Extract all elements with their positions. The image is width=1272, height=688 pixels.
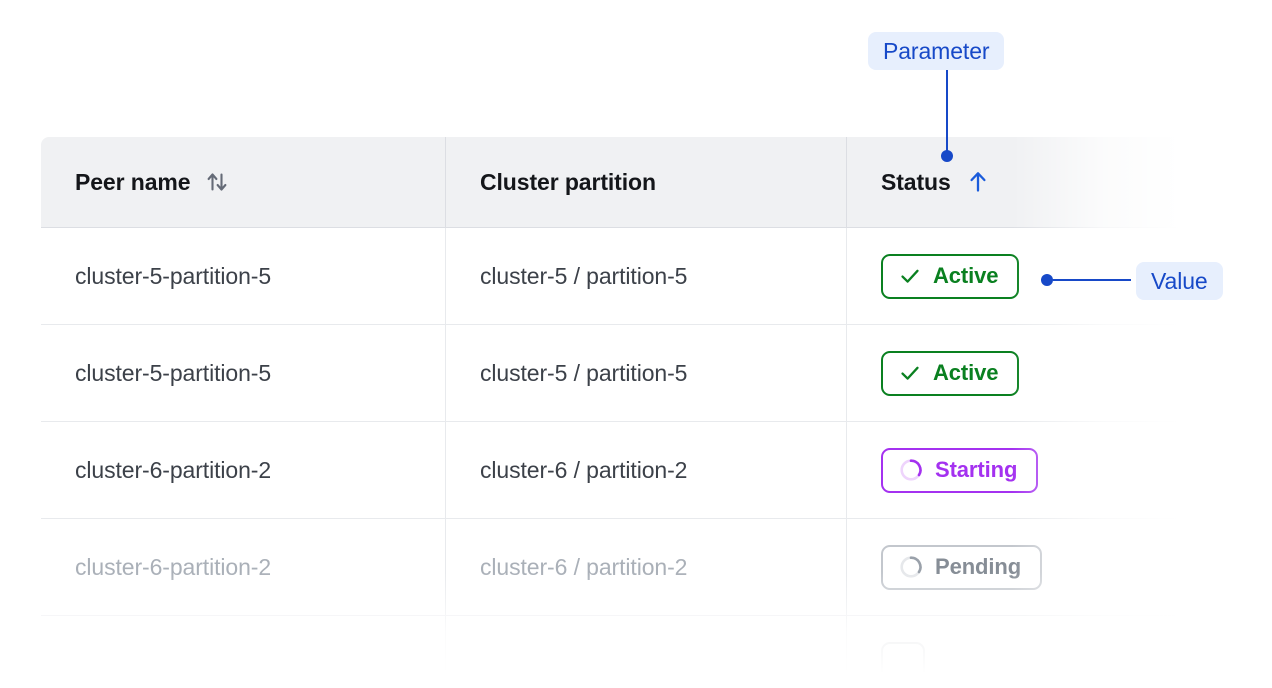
table-row[interactable]: cluster-5-partition-5 cluster-5 / partit… — [41, 227, 1192, 325]
column-header-label: Peer name — [75, 168, 191, 195]
table-row[interactable]: cluster-5-partition-5 cluster-5 / partit… — [41, 324, 1192, 422]
check-icon — [898, 264, 922, 288]
spinner-icon — [898, 554, 924, 580]
cell-peer-name: cluster-5-partition-5 — [41, 227, 446, 325]
cell-status: Active — [846, 324, 1192, 422]
cell-peer-name: cluster-6-partition-2 — [41, 421, 446, 519]
cell-cluster-partition: cluster-6 / partition-2 — [445, 518, 847, 616]
column-header-label: Status — [881, 168, 951, 195]
column-header-cluster-partition[interactable]: Cluster partition — [445, 137, 847, 228]
cell-cluster-partition — [445, 615, 847, 688]
table-header-row: Peer name Cluster partition — [41, 137, 1192, 228]
status-badge-label: Starting — [935, 457, 1018, 482]
table-row[interactable]: cluster-6-partition-2 cluster-6 / partit… — [41, 518, 1192, 616]
table-row[interactable]: cluster-6-partition-2 cluster-6 / partit… — [41, 421, 1192, 519]
column-header-label: Cluster partition — [480, 168, 656, 195]
callout-chip-value: Value — [1136, 262, 1223, 300]
callout-anchor-dot-parameter — [941, 150, 953, 162]
arrow-up-icon[interactable] — [965, 169, 991, 195]
callout-connector-parameter — [946, 70, 948, 154]
cell-cluster-partition: cluster-6 / partition-2 — [445, 421, 847, 519]
callout-anchor-dot-value — [1041, 274, 1053, 286]
check-icon — [898, 361, 922, 385]
cell-peer-name — [41, 615, 446, 688]
callout-connector-value — [1053, 279, 1131, 281]
status-badge: Active — [881, 253, 1020, 299]
cell-status: Starting — [846, 421, 1192, 519]
table-scroll-container[interactable]: Peer name Cluster partition — [40, 136, 1200, 688]
cell-status — [846, 615, 1192, 688]
spinner-icon — [898, 457, 924, 483]
cell-peer-name: cluster-5-partition-5 — [41, 324, 446, 422]
table-row[interactable] — [41, 615, 1192, 688]
status-badge — [881, 641, 926, 687]
status-badge-label: Pending — [935, 554, 1022, 579]
status-badge: Active — [881, 350, 1020, 396]
status-badge-label: Active — [933, 263, 999, 288]
cell-cluster-partition: cluster-5 / partition-5 — [445, 324, 847, 422]
cell-cluster-partition: cluster-5 / partition-5 — [445, 227, 847, 325]
column-header-status[interactable]: Status — [846, 137, 1192, 228]
callout-chip-parameter: Parameter — [868, 32, 1005, 70]
cell-status: Pending — [846, 518, 1192, 616]
column-header-peer-name[interactable]: Peer name — [41, 137, 446, 228]
status-badge: Pending — [881, 544, 1043, 590]
status-badge: Starting — [881, 447, 1039, 493]
cell-peer-name: cluster-6-partition-2 — [41, 518, 446, 616]
sort-updown-icon[interactable] — [204, 169, 230, 195]
table-header: Peer name Cluster partition — [41, 137, 1192, 228]
table-body: cluster-5-partition-5 cluster-5 / partit… — [41, 227, 1192, 688]
peers-table: Peer name Cluster partition — [40, 136, 1193, 688]
status-badge-label: Active — [933, 360, 999, 385]
